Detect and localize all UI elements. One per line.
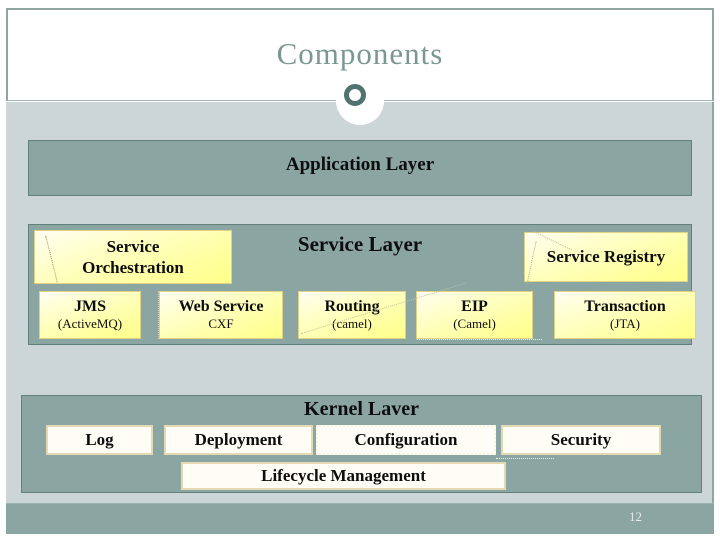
service-registry-box: Service Registry	[524, 232, 688, 282]
component-box-jms: JMS (ActiveMQ)	[39, 291, 141, 339]
ring-ornament-icon	[344, 84, 366, 106]
kernel-module-label: Configuration	[354, 430, 458, 449]
component-box-web-service: Web Service CXF	[159, 291, 283, 339]
slide-body: Application Layer Service Layer Service …	[6, 102, 714, 503]
component-name: JMS	[74, 298, 106, 315]
kernel-module-log: Log	[46, 425, 153, 455]
kernel-module-configuration: Configuration	[316, 425, 496, 455]
lifecycle-management-label: Lifecycle Management	[261, 466, 426, 485]
slide-footer: 12	[6, 503, 714, 534]
component-box-transaction: Transaction (JTA)	[554, 291, 696, 339]
kernel-module-security: Security	[501, 425, 661, 455]
component-impl: CXF	[208, 316, 234, 332]
service-orchestration-label: Service Orchestration	[82, 236, 184, 277]
component-name: Transaction	[584, 298, 666, 315]
component-impl: (ActiveMQ)	[57, 316, 123, 332]
service-registry-label: Service Registry	[546, 247, 666, 266]
service-layer-panel: Service Layer Service Orchestration Serv…	[28, 224, 696, 345]
component-box-routing: Routing (camel)	[298, 291, 406, 339]
component-name: Routing	[324, 298, 380, 315]
dashed-line-decoration	[496, 458, 554, 459]
application-layer-bar: Application Layer	[28, 140, 692, 196]
page-title: Components	[276, 36, 444, 71]
dashed-line-decoration	[417, 339, 542, 340]
component-impl: (camel)	[332, 316, 372, 332]
kernel-module-label: Deployment	[194, 430, 283, 449]
component-name: Web Service	[178, 298, 264, 315]
application-layer-label: Application Layer	[285, 154, 435, 175]
kernel-module-deployment: Deployment	[164, 425, 313, 455]
kernel-layer-title: Kernel Laver	[304, 398, 419, 420]
page-number: 12	[629, 509, 642, 524]
kernel-layer-panel: Kernel Laver Log Deployment Configuratio…	[21, 395, 702, 493]
component-impl: (JTA)	[609, 316, 640, 332]
kernel-module-label: Log	[85, 430, 114, 449]
component-name: EIP	[461, 298, 488, 315]
component-impl: (Camel)	[453, 316, 496, 332]
service-layer-title: Service Layer	[297, 232, 423, 256]
service-orchestration-box: Service Orchestration	[34, 230, 232, 284]
component-box-eip: EIP (Camel)	[416, 291, 533, 339]
kernel-module-label: Security	[550, 430, 612, 449]
lifecycle-management-box: Lifecycle Management	[181, 462, 506, 490]
